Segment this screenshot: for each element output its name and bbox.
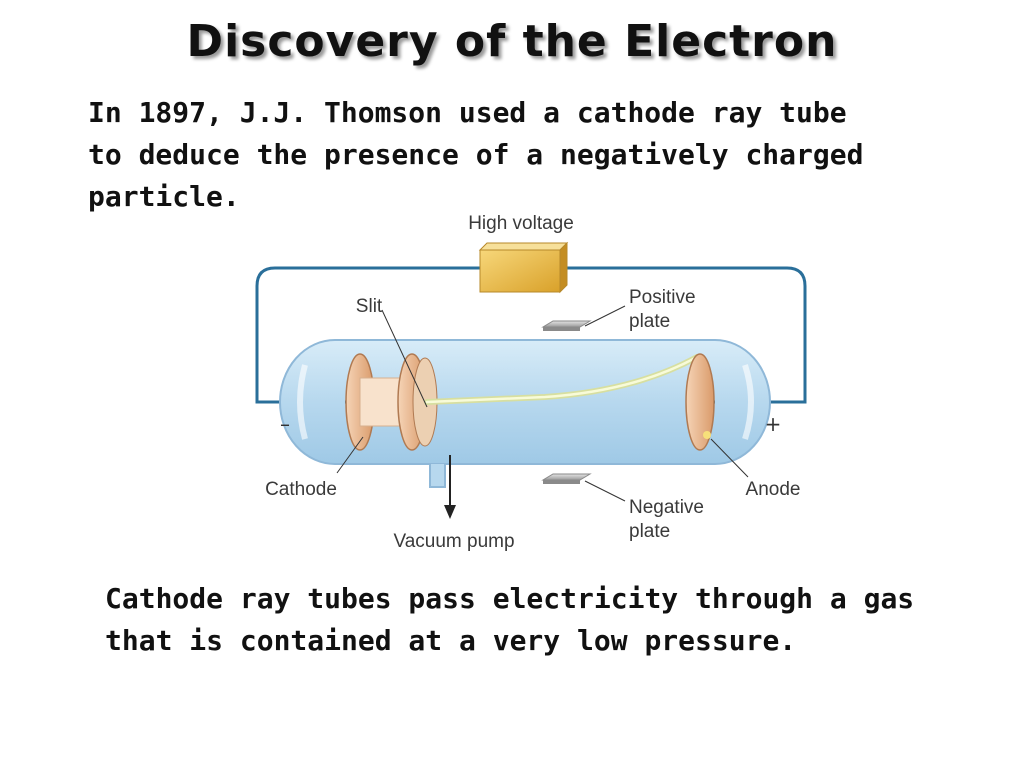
positive-plate [541, 320, 592, 331]
slit-discs [397, 353, 438, 451]
negative-plate-label: Negative [629, 497, 704, 518]
high-voltage-source [478, 241, 569, 294]
intro-line: particle. [88, 180, 240, 213]
vacuum-pump-arrow-icon [444, 455, 456, 519]
slide-title: Discovery of the Electron [186, 16, 838, 67]
negative-plate-leader-line [584, 480, 626, 502]
positive-plate-leader-line [584, 305, 626, 327]
negative-plate-label: plate [629, 521, 670, 542]
cathode-label: Cathode [265, 479, 337, 500]
positive-terminal-sign: + [765, 412, 782, 436]
cathode-ray-tube-diagram: High voltage [255, 213, 807, 552]
intro-paragraph: In 1897, J.J. Thomson used a cathode ray… [88, 92, 928, 218]
outro-line: that is contained at a very low pressure… [105, 624, 797, 657]
intro-line: to deduce the presence of a negatively c… [88, 138, 864, 171]
intro-line: In 1897, J.J. Thomson used a cathode ray… [88, 96, 847, 129]
circuit-wire [567, 266, 807, 404]
slit-leader-line [381, 309, 428, 408]
slit-label: Slit [356, 296, 383, 317]
circuit-wire [255, 266, 480, 404]
outro-paragraph: Cathode ray tubes pass electricity throu… [105, 578, 1005, 662]
negative-plate [541, 473, 592, 484]
cathode-leader-line [336, 436, 364, 474]
anode-label: Anode [746, 479, 801, 500]
vacuum-pump-label: Vacuum pump [393, 531, 514, 552]
anode-electrode [685, 353, 715, 451]
outro-line: Cathode ray tubes pass electricity throu… [105, 582, 915, 615]
positive-plate-label: Positive [629, 287, 696, 308]
high-voltage-label: High voltage [468, 213, 574, 234]
anode-leader-line [710, 438, 749, 478]
positive-plate-label: plate [629, 311, 670, 332]
negative-terminal-sign: – [280, 412, 290, 436]
